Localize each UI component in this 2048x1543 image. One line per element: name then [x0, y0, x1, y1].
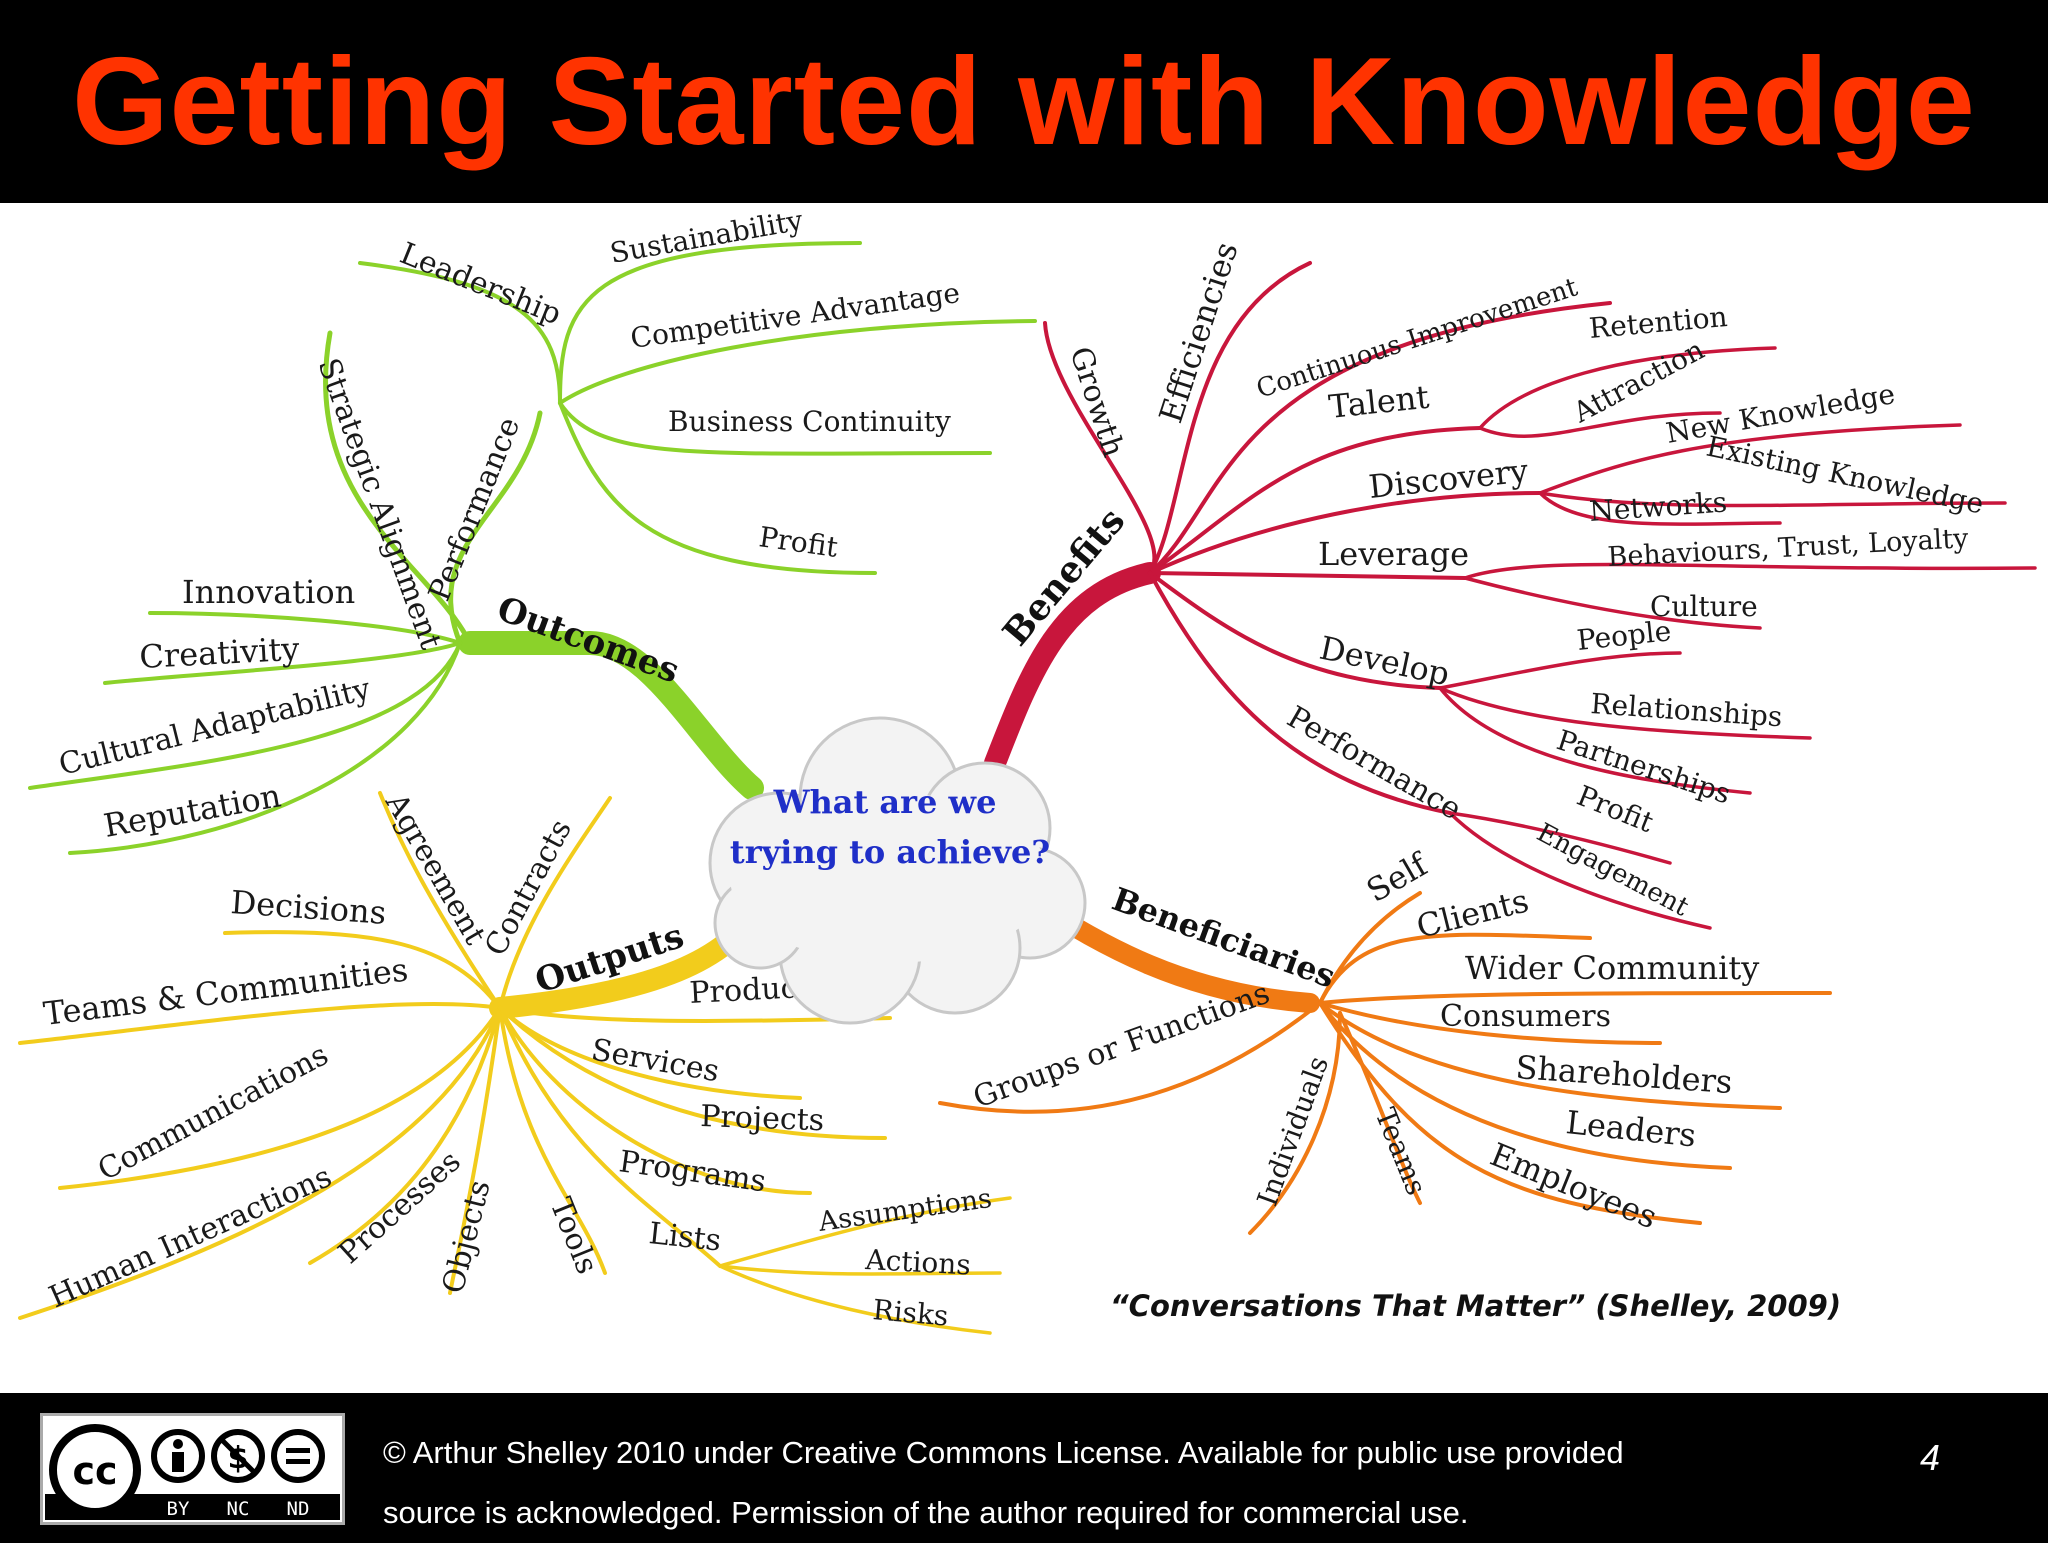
cc-letters: cc [72, 1449, 117, 1493]
benefits-new-knowledge: New Knowledge [1663, 377, 1897, 450]
outcomes-sustainability: Sustainability [607, 203, 805, 269]
benefits-people: People [1575, 614, 1672, 657]
citation: “Conversations That Matter” (Shelley, 20… [1110, 1289, 1841, 1323]
beneficiaries-leaders: Leaders [1564, 1103, 1698, 1154]
outputs-branch [18, 791, 1012, 1335]
benefits-retention: Retention [1588, 300, 1729, 345]
attribution-icon [151, 1429, 205, 1483]
outputs-risks: Risks [871, 1293, 949, 1332]
outputs-programs: Programs [617, 1144, 768, 1199]
footer-text: © Arthur Shelley 2010 under Creative Com… [383, 1423, 1863, 1543]
beneficiaries-labels: Beneficiaries Self Clients Wider Communi… [969, 844, 1760, 1236]
outputs-lists: Lists [647, 1216, 723, 1258]
benefits-networks: Networks [1588, 485, 1728, 528]
badge-nc: NC [227, 1498, 250, 1520]
outputs-agreement: Agreement [378, 787, 493, 951]
outcomes-branch [28, 241, 1037, 855]
outputs-assumptions: Assumptions [816, 1183, 994, 1238]
outputs-tools: Tools [543, 1193, 605, 1279]
outputs-decisions: Decisions [229, 883, 387, 932]
outputs-actions: Actions [864, 1243, 972, 1282]
outcomes-competitive-advantage: Competitive Advantage [628, 276, 962, 355]
outcomes-performance: Performance [422, 412, 527, 606]
outputs-projects: Projects [700, 1099, 825, 1138]
outputs-objects: Objects [436, 1177, 498, 1297]
footer: cc $ BY NC ND [0, 1393, 2048, 1536]
outcomes-profit: Profit [757, 520, 841, 564]
beneficiaries-individuals: Individuals [1251, 1052, 1336, 1211]
slide-title: Getting Started with Knowledge [72, 32, 1976, 171]
badge-by: BY [167, 1498, 190, 1520]
benefits-talent: Talent [1327, 378, 1431, 426]
noderivatives-icon [271, 1429, 325, 1483]
footer-line-2: source is acknowledged. Permission of th… [383, 1495, 1469, 1530]
outcomes-creativity: Creativity [138, 630, 300, 676]
footer-line-1: © Arthur Shelley 2010 under Creative Com… [383, 1435, 1624, 1470]
benefits-leverage: Leverage [1318, 535, 1469, 573]
mind-map-svg: Outcomes Performance Leadership Sustaina… [18, 203, 2037, 1335]
outcomes-innovation: Innovation [182, 573, 355, 611]
outcomes-business-continuity: Business Continuity [668, 405, 951, 438]
beneficiaries-shareholders: Shareholders [1514, 1048, 1733, 1101]
cc-logo-icon: cc [49, 1424, 141, 1516]
outcomes-cultural-adaptability: Cultural Adaptability [55, 671, 374, 782]
benefits-performance: Performance [1281, 700, 1467, 828]
center-line-2: trying to achieve? [730, 833, 1050, 871]
beneficiaries-label: Beneficiaries [1107, 880, 1340, 996]
benefits-profit: Profit [1572, 779, 1658, 839]
beneficiaries-self: Self [1360, 844, 1435, 909]
center-cloud: What are we trying to achieve? [708, 716, 1087, 1025]
page-number: 4 [1920, 1437, 1941, 1478]
benefits-branch [984, 261, 2037, 930]
outputs-human-interactions: Human Interactions [44, 1159, 337, 1315]
benefits-discovery: Discovery [1367, 451, 1530, 506]
outcomes-leadership: Leadership [395, 236, 566, 332]
badge-nd: ND [287, 1498, 310, 1520]
beneficiaries-groups: Groups or Functions [969, 976, 1275, 1116]
center-line-1: What are we [773, 783, 997, 821]
benefits-engagement: Engagement [1532, 818, 1694, 923]
cc-badge-svg: cc $ BY NC ND [45, 1418, 340, 1520]
beneficiaries-teams: Teams [1369, 1103, 1434, 1199]
title-bar: Getting Started with Knowledge [0, 0, 2048, 203]
beneficiaries-wider-community: Wider Community [1465, 949, 1759, 987]
outputs-contracts: Contracts [478, 814, 579, 962]
benefits-culture: Culture [1650, 590, 1758, 623]
beneficiaries-consumers: Consumers [1440, 999, 1611, 1034]
mind-map: Outcomes Performance Leadership Sustaina… [0, 203, 2048, 1393]
noncommercial-icon: $ [211, 1429, 265, 1483]
cc-license-badge[interactable]: cc $ BY NC ND [40, 1413, 345, 1525]
